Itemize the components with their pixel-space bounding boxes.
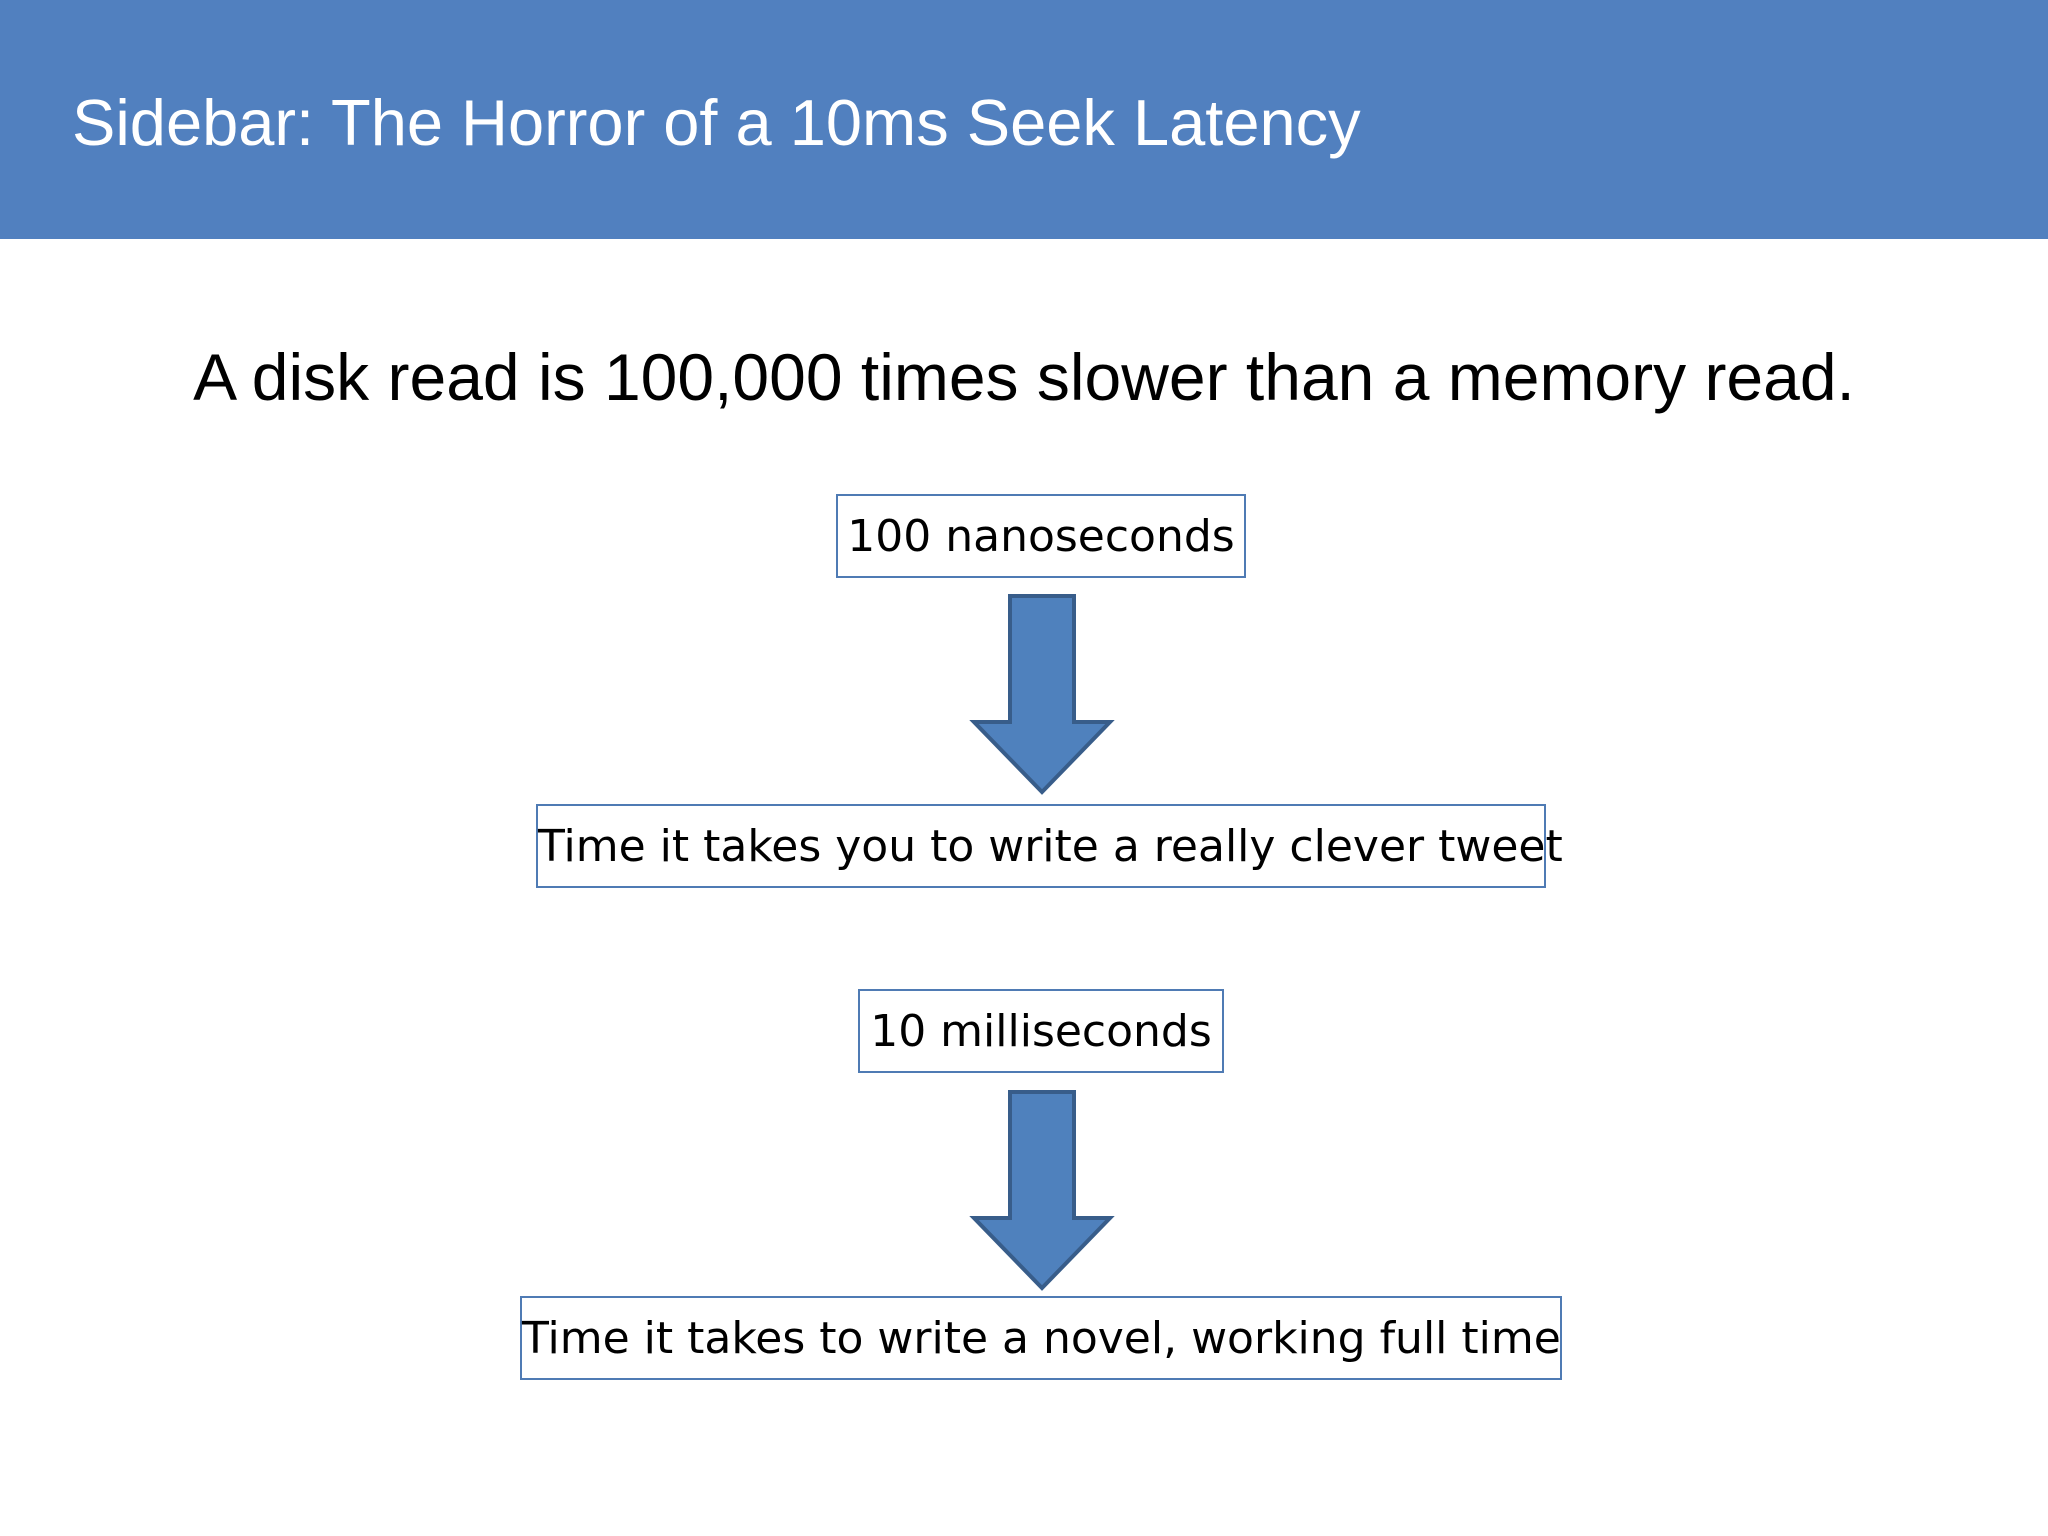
down-arrow-icon [969,1090,1115,1291]
disk-latency-box: 10 milliseconds [858,989,1224,1073]
title-bar: Sidebar: The Horror of a 10ms Seek Laten… [0,0,2048,239]
memory-latency-box: 100 nanoseconds [836,494,1246,578]
novel-time-box: Time it takes to write a novel, working … [520,1296,1562,1380]
down-arrow-icon [969,594,1115,795]
slide-title: Sidebar: The Horror of a 10ms Seek Laten… [72,86,1361,159]
slide-subtitle: A disk read is 100,000 times slower than… [193,340,1855,414]
tweet-time-box: Time it takes you to write a really clev… [536,804,1563,888]
